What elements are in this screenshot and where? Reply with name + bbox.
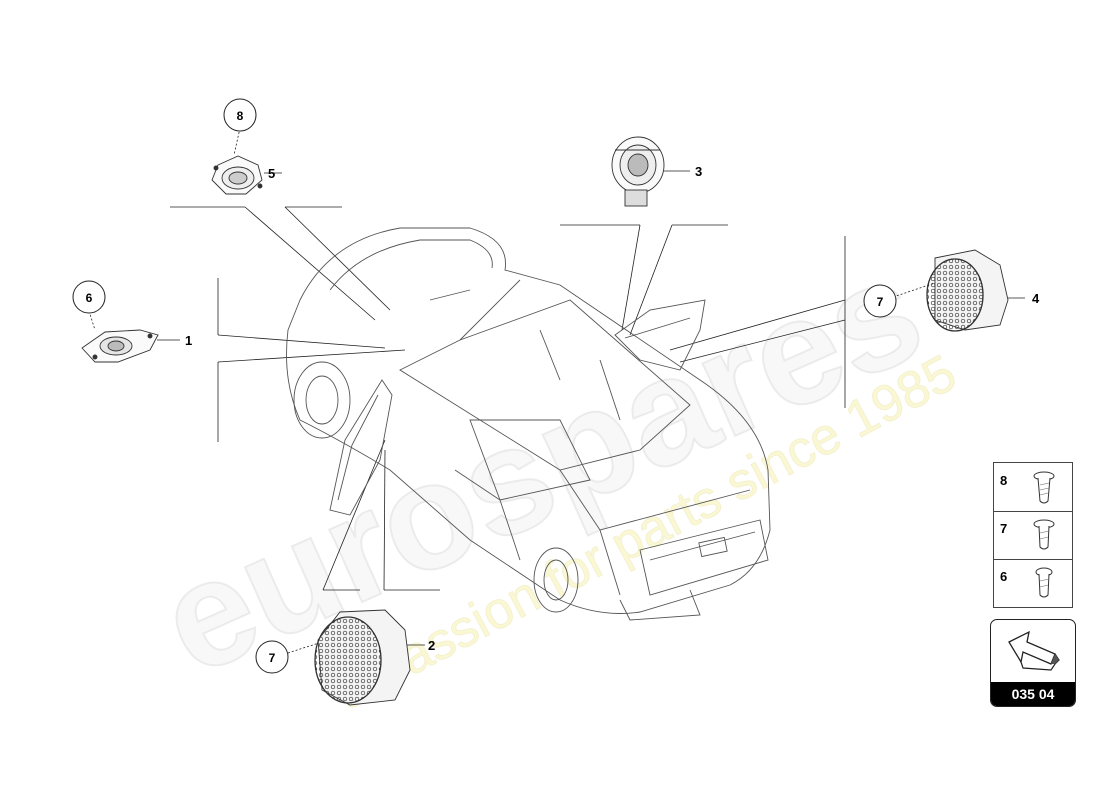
- arrow-icon: [1008, 630, 1060, 671]
- tweeter-speaker-5: [211, 155, 263, 195]
- callout-1: 1: [185, 333, 192, 348]
- circle-label-7-right: 7: [877, 295, 884, 309]
- screw-icon: [1033, 471, 1055, 504]
- leader-lines: [88, 127, 1025, 654]
- legend-number: 6: [1000, 569, 1008, 584]
- vehicle-outline: [286, 227, 771, 621]
- legend-row: 6: [994, 559, 1072, 607]
- screw-icon: [1035, 567, 1053, 598]
- legend-number: 8: [1000, 473, 1008, 488]
- callout-labels: 1 2 3 4 5: [185, 164, 1040, 653]
- legend-row: 8: [994, 463, 1072, 512]
- callout-5: 5: [268, 166, 275, 181]
- woofer-speaker-4: [926, 249, 1009, 332]
- woofer-speaker-2: [314, 609, 411, 706]
- callout-2: 2: [428, 638, 435, 653]
- circle-label-7-bottom: 7: [269, 651, 276, 665]
- fastener-legend: 8 7 6: [993, 462, 1073, 608]
- circle-label-6: 6: [86, 291, 93, 305]
- screw-icon: [1033, 519, 1055, 550]
- reference-code: 035 04: [991, 682, 1075, 706]
- tweeter-speaker-3: [611, 136, 665, 207]
- fastener-circle-labels: 8 6 7 7: [86, 109, 884, 665]
- callout-3: 3: [695, 164, 702, 179]
- fastener-circles: [72, 98, 897, 674]
- circle-label-8: 8: [237, 109, 244, 123]
- callout-4: 4: [1032, 291, 1040, 306]
- speaker-bracket-1: [81, 329, 159, 363]
- reference-box[interactable]: 035 04: [990, 619, 1076, 707]
- legend-row: 7: [994, 511, 1072, 560]
- legend-number: 7: [1000, 521, 1008, 536]
